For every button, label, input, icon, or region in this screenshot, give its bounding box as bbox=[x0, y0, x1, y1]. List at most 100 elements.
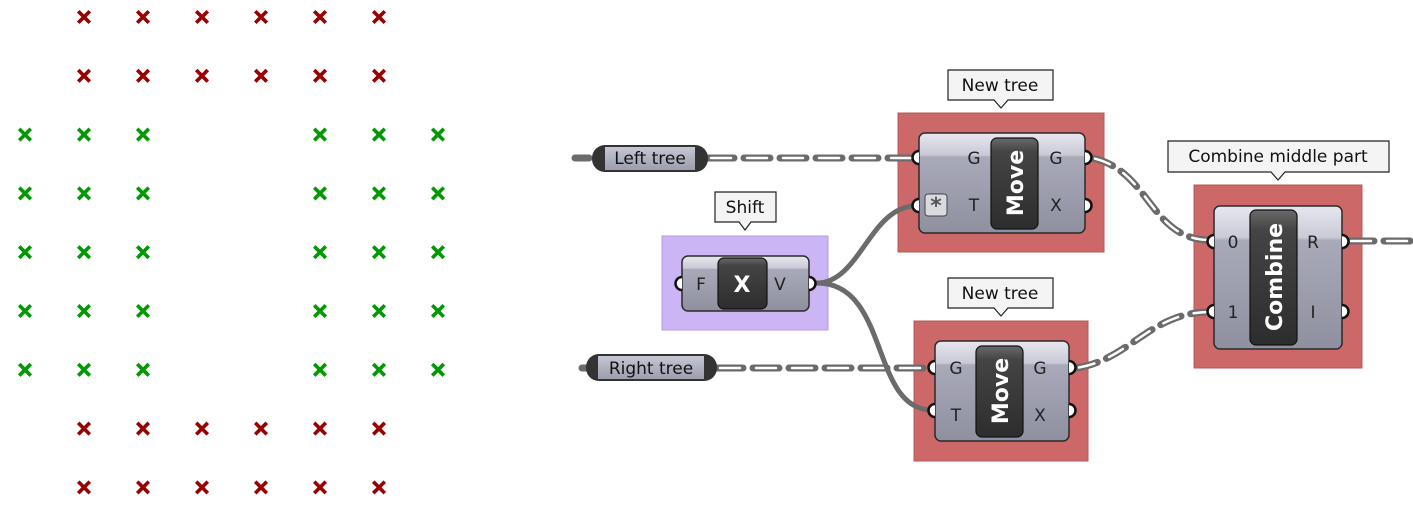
tooltip-move-top: New tree bbox=[947, 69, 1054, 109]
point-marker-red bbox=[76, 421, 92, 436]
point-marker-green bbox=[312, 303, 328, 319]
component-combine[interactable]: Combine 0 1 R I bbox=[1206, 205, 1350, 350]
point-marker-green bbox=[312, 127, 328, 142]
move-top-output-g-grip[interactable] bbox=[1084, 149, 1093, 166]
point-marker-green bbox=[17, 127, 33, 142]
component-combine-title: Combine bbox=[1263, 223, 1288, 331]
move-bottom-input-g-grip[interactable] bbox=[927, 359, 936, 376]
wire-move-bottom-to-combine-1 bbox=[1072, 308, 1214, 372]
combine-output-r-grip[interactable] bbox=[1341, 233, 1350, 250]
shift-output-grip[interactable] bbox=[808, 275, 817, 292]
combine-input-0-grip[interactable] bbox=[1206, 233, 1215, 250]
move-top-input-t[interactable]: T bbox=[968, 196, 980, 216]
point-marker-green bbox=[135, 362, 151, 377]
component-move-bottom[interactable]: Move G T G X bbox=[927, 340, 1077, 442]
param-left-tree-label: Left tree bbox=[614, 149, 686, 169]
point-marker-green bbox=[135, 303, 151, 319]
point-marker-red bbox=[135, 68, 151, 83]
point-marker-green bbox=[17, 303, 33, 319]
combine-input-1-grip[interactable] bbox=[1206, 303, 1215, 320]
combine-input-1[interactable]: 1 bbox=[1228, 303, 1239, 323]
point-marker-red bbox=[194, 68, 210, 83]
point-marker-red bbox=[371, 9, 387, 25]
point-marker-red bbox=[312, 9, 328, 25]
point-marker-red bbox=[194, 421, 210, 436]
param-left-tree[interactable]: Left tree bbox=[592, 145, 708, 172]
point-marker-red bbox=[135, 421, 151, 436]
shift-input-grip[interactable] bbox=[674, 275, 683, 292]
point-marker-red bbox=[194, 9, 210, 25]
tooltip-move-bottom: New tree bbox=[947, 277, 1054, 317]
combine-output-i-grip[interactable] bbox=[1341, 303, 1350, 320]
move-top-output-g[interactable]: G bbox=[1049, 149, 1062, 169]
point-marker-red bbox=[253, 9, 269, 25]
component-shift[interactable]: X F V bbox=[674, 255, 817, 312]
wires bbox=[571, 154, 1413, 413]
point-marker-green bbox=[430, 127, 446, 142]
point-marker-red bbox=[76, 68, 92, 83]
component-move-top[interactable]: Move G T G X * bbox=[911, 132, 1093, 234]
component-move-bottom-title: Move bbox=[989, 358, 1014, 424]
move-top-input-g-grip[interactable] bbox=[911, 149, 920, 166]
svg-text:*: * bbox=[930, 194, 942, 219]
move-bottom-input-g[interactable]: G bbox=[949, 359, 962, 379]
shift-input-f[interactable]: F bbox=[696, 275, 706, 295]
point-marker-green bbox=[135, 127, 151, 142]
point-marker-red bbox=[194, 480, 210, 495]
point-marker-red bbox=[371, 421, 387, 436]
point-marker-red bbox=[312, 68, 328, 83]
move-bottom-output-g-grip[interactable] bbox=[1068, 359, 1077, 376]
component-move-top-title: Move bbox=[1004, 150, 1029, 216]
wire-move-bottom-to-combine-1-inner bbox=[1074, 310, 1212, 370]
move-bottom-output-g[interactable]: G bbox=[1033, 359, 1046, 379]
point-marker-red bbox=[371, 68, 387, 83]
move-top-input-t-grip[interactable] bbox=[911, 197, 920, 214]
point-marker-green bbox=[371, 186, 387, 201]
point-marker-red bbox=[253, 68, 269, 83]
tooltip-move-top-text: New tree bbox=[962, 76, 1039, 96]
combine-output-r[interactable]: R bbox=[1307, 233, 1319, 253]
shift-output-v[interactable]: V bbox=[774, 275, 786, 295]
point-marker-green bbox=[76, 303, 92, 319]
point-marker-green bbox=[17, 362, 33, 377]
move-bottom-output-x-grip[interactable] bbox=[1068, 402, 1077, 419]
point-marker-red bbox=[253, 480, 269, 495]
move-bottom-output-x[interactable]: X bbox=[1034, 406, 1046, 426]
point-marker-green bbox=[76, 127, 92, 142]
combine-output-i[interactable]: I bbox=[1310, 303, 1315, 323]
wire-shift-to-move-bottom bbox=[814, 280, 935, 413]
component-shift-title: X bbox=[734, 273, 751, 298]
point-marker-green bbox=[371, 362, 387, 377]
move-top-output-x[interactable]: X bbox=[1050, 196, 1062, 216]
point-marker-green bbox=[135, 186, 151, 201]
move-top-input-g[interactable]: G bbox=[967, 149, 980, 169]
point-grid bbox=[17, 9, 446, 495]
point-marker-green bbox=[312, 186, 328, 201]
point-marker-green bbox=[371, 303, 387, 319]
param-right-tree-label: Right tree bbox=[609, 359, 693, 379]
move-top-output-x-grip[interactable] bbox=[1084, 197, 1093, 214]
point-marker-red bbox=[135, 480, 151, 495]
point-marker-green bbox=[76, 245, 92, 260]
point-marker-red bbox=[76, 480, 92, 495]
param-right-tree[interactable]: Right tree bbox=[586, 354, 717, 381]
point-marker-red bbox=[312, 480, 328, 495]
move-bottom-input-t[interactable]: T bbox=[950, 406, 962, 426]
wire-shift-to-move-top bbox=[814, 203, 919, 286]
point-marker-red bbox=[371, 480, 387, 495]
point-marker-red bbox=[76, 9, 92, 25]
tooltip-combine: Combine middle part bbox=[1167, 140, 1390, 181]
combine-input-0[interactable]: 0 bbox=[1228, 233, 1239, 253]
point-marker-green bbox=[430, 303, 446, 319]
point-marker-green bbox=[430, 245, 446, 260]
point-marker-red bbox=[312, 421, 328, 436]
point-marker-red bbox=[135, 9, 151, 25]
point-marker-green bbox=[312, 362, 328, 377]
asterisk-flag-icon: * bbox=[924, 193, 948, 219]
point-marker-green bbox=[17, 186, 33, 201]
move-bottom-input-t-grip[interactable] bbox=[927, 402, 936, 419]
point-marker-green bbox=[371, 127, 387, 142]
point-marker-green bbox=[135, 245, 151, 260]
point-marker-green bbox=[371, 245, 387, 260]
